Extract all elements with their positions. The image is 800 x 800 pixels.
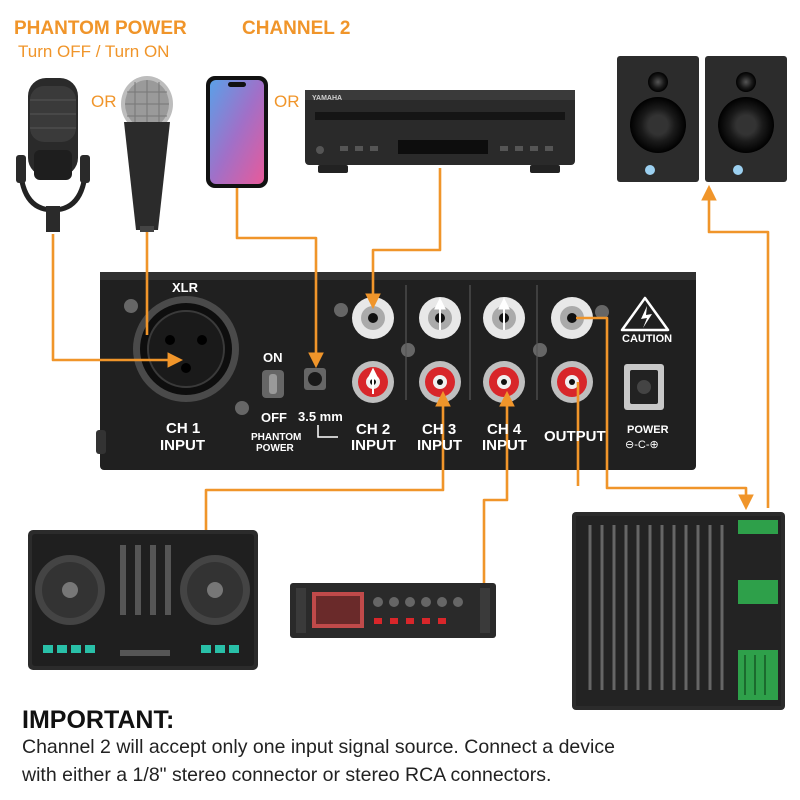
output-label: OUTPUT [544,428,606,445]
important-line-1: Channel 2 will accept only one input sig… [22,736,615,758]
ch1-input-label: INPUT [160,437,205,454]
power-sublabel: POWER [256,443,294,454]
polarity-symbol: ⊖-C-⊕ [625,439,659,451]
channel2-title: CHANNEL 2 [242,18,351,39]
or-label: OR [274,92,300,111]
on-label: ON [263,350,283,365]
mixer-console-icon [572,512,785,710]
important-heading: IMPORTANT: [22,706,175,734]
handheld-mic-icon [121,76,173,232]
ch1-label: CH 1 [166,420,201,437]
phantom-power-subtitle: Turn OFF / Turn ON [18,42,170,61]
xlr-label: XLR [172,280,198,295]
cd-player-icon [305,90,575,173]
ch3-input-label: INPUT [417,437,462,454]
player-brand: YAMAHA [312,95,342,102]
white-arrow-marks [367,297,510,394]
ch3-label: CH 3 [422,421,457,438]
phantom-power-title: PHANTOM POWER [14,18,187,39]
caution-label: CAUTION [622,333,673,345]
ch2-label: CH 2 [356,421,391,438]
ch4-label: CH 4 [487,421,522,438]
important-line-2: with either a 1/8" stereo connector or s… [22,764,552,786]
rack-recorder-icon [290,583,496,638]
smartphone-icon [206,76,268,188]
phantom-label: PHANTOM [251,432,302,443]
signal-cables [51,168,770,583]
studio-speakers-icon [617,56,787,182]
off-label: OFF [261,410,287,425]
or-label: OR [91,92,117,111]
dj-controller-icon [28,530,258,670]
ch4-input-label: INPUT [482,437,527,454]
dynamic-mic-icon [16,78,90,232]
ch2-input-label: INPUT [351,437,396,454]
power-label: POWER [627,424,669,436]
mm-label: 3.5 mm [298,409,343,424]
